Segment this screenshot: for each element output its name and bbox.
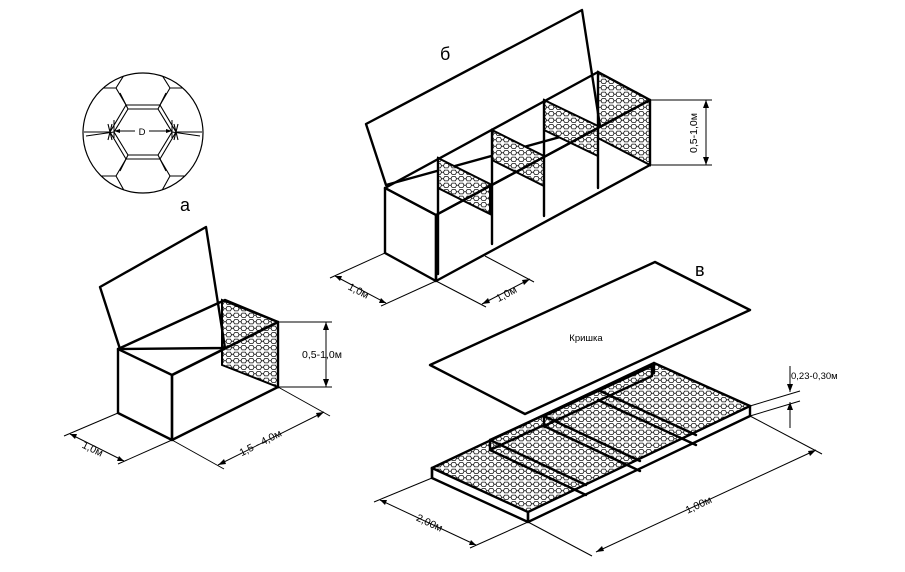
mesh-detail-circle: D (82, 72, 204, 194)
mattress-lid: Кришка (428, 260, 752, 416)
figure-label-a: а (180, 195, 191, 215)
cell-size-label: D (139, 127, 146, 138)
gabion-a-dimensions: 1,0м 1,5 - 4,0м 0,5-1,0м (63, 321, 342, 470)
gabion-box-a (98, 225, 280, 442)
lid-label: Кришка (569, 333, 603, 344)
mattress-width-label: 2,00м (414, 512, 444, 535)
gabion-a-height-label: 0,5-1,0м (302, 349, 342, 361)
cell-size-dimension: D (113, 120, 173, 138)
mattress-base (430, 361, 752, 524)
gabion-b-dimensions: 1,0м 1,0м 0,5-1,0м (329, 99, 712, 308)
gabion-a-length-label: 1,5 - 4,0м (238, 428, 284, 459)
figure-label-v: в (695, 260, 705, 280)
gabion-box-b (364, 8, 652, 283)
gabion-b-width-label: 1,0м (346, 281, 371, 302)
mattress-length-label: 1,00м (684, 494, 714, 517)
gabion-b-height-label: 0,5-1,0м (688, 113, 700, 153)
mattress-height-label: 0,23-0,30м (791, 371, 838, 382)
gabion-a-width-label: 1,0м (80, 439, 105, 459)
figure-label-b: б (440, 44, 450, 64)
